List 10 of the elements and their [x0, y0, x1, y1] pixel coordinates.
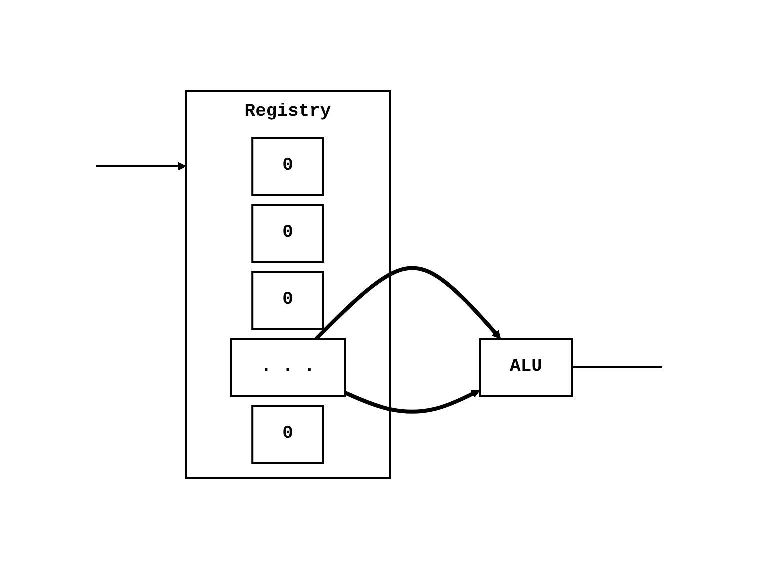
node-box: 0 — [251, 137, 324, 196]
node-box: 0 — [251, 405, 324, 464]
node-box: 0 — [251, 204, 324, 263]
node-box: 0 — [251, 271, 324, 330]
node-box: ALU — [478, 338, 574, 397]
arrow — [344, 390, 480, 414]
arrow — [314, 266, 501, 340]
node-box: . . . — [230, 338, 346, 397]
connector — [572, 366, 662, 368]
arrow — [96, 162, 186, 171]
